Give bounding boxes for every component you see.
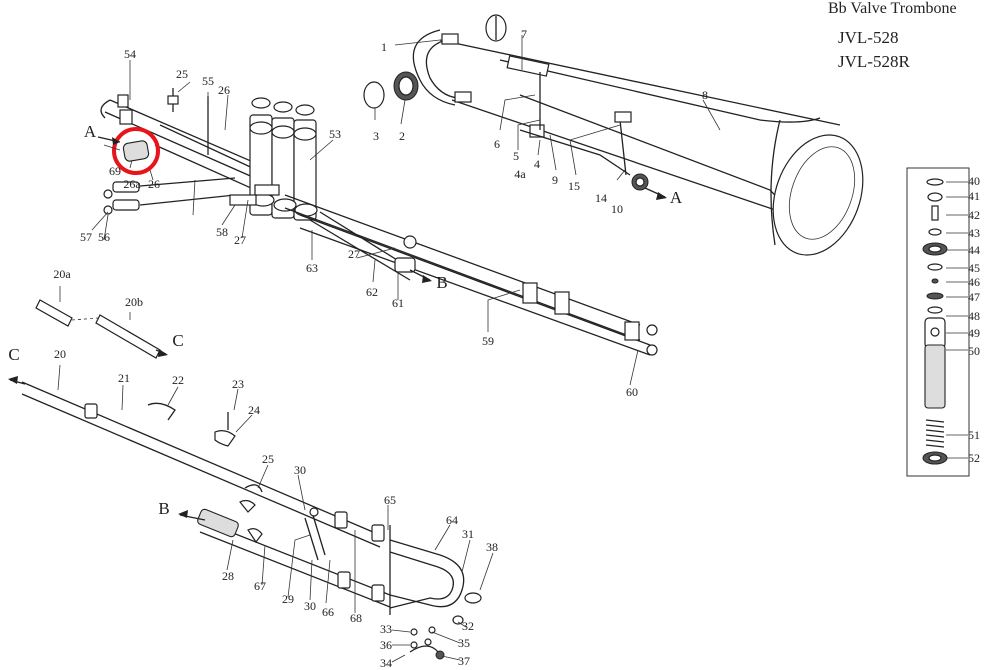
valve-casing-3 [293, 119, 317, 221]
part-label: 42 [968, 208, 980, 222]
part-label: 6 [494, 137, 500, 151]
part-label: 53 [329, 127, 341, 141]
valve-exploded-view [906, 167, 970, 477]
part-label: 45 [968, 261, 980, 275]
part-label: 23 [232, 377, 244, 391]
part-label: 3 [373, 129, 379, 143]
part-label: 38 [486, 540, 498, 554]
part-label: 50 [968, 344, 980, 358]
connector-label: B [158, 499, 169, 518]
part-label: 49 [968, 326, 980, 340]
part-label: 24 [248, 403, 260, 417]
part-label: 22 [172, 373, 184, 387]
part-label: 65 [384, 493, 396, 507]
slide-inner-tubes [35, 299, 161, 359]
part-label: 27 [348, 247, 360, 261]
connector-label: A [84, 122, 97, 141]
part-label: 5 [513, 149, 519, 163]
connector-labels: A A B B C C [8, 122, 683, 518]
part-label: 8 [702, 88, 708, 102]
part-label: 60 [626, 385, 638, 399]
part-label: 20a [53, 267, 71, 281]
part-label: 20b [125, 295, 143, 309]
diagram-title: Bb Valve Trombone [828, 0, 957, 17]
connector-arrows [8, 136, 667, 521]
part-label: 48 [968, 309, 980, 323]
part-label: 26a [123, 177, 141, 191]
part-label: 21 [118, 371, 130, 385]
part-label: 68 [350, 611, 362, 625]
part-label: 40 [968, 174, 980, 188]
part-label: 27 [234, 233, 246, 247]
part-label: 61 [392, 296, 404, 310]
part-label: 51 [968, 428, 980, 442]
connector-label: C [8, 345, 19, 364]
connector-label: A [670, 188, 683, 207]
part-label: 56 [98, 230, 110, 244]
part-label: 54 [124, 47, 136, 61]
part-label: 62 [366, 285, 378, 299]
connector-label: B [436, 273, 447, 292]
part-label: 63 [306, 261, 318, 275]
bell-section [363, 14, 864, 256]
part-label: 4a [514, 167, 526, 181]
part-label: 47 [968, 290, 980, 304]
part-label: 20 [54, 347, 66, 361]
part-label: 64 [446, 513, 458, 527]
part-label: 36 [380, 638, 392, 652]
highlight-circle [112, 127, 160, 175]
part-label: 59 [482, 334, 494, 348]
part-label: 33 [380, 622, 392, 636]
leader-lines [57, 35, 968, 663]
part-label: 26 [218, 83, 230, 97]
bell-brace-joint [441, 33, 459, 45]
part-label: 28 [222, 569, 234, 583]
part-label: 35 [458, 636, 470, 650]
part-label: 26 [148, 177, 160, 191]
part-label: 31 [462, 527, 474, 541]
bell-mouth [772, 134, 864, 256]
valve-section [100, 88, 658, 356]
part-label: 29 [282, 592, 294, 606]
part-label: 1 [381, 40, 387, 54]
part-label: 14 [595, 191, 607, 205]
part-label: 66 [322, 605, 334, 619]
part-label: 9 [552, 173, 558, 187]
part-label: 30 [294, 463, 306, 477]
part-label: 57 [80, 230, 92, 244]
model-number-2: JVL-528R [838, 52, 910, 71]
connector-label: C [172, 331, 183, 350]
part-3-disc [363, 81, 385, 109]
model-number-1: JVL-528 [838, 28, 899, 47]
main-slide [21, 381, 482, 660]
part-label: 25 [176, 67, 188, 81]
part-label: 15 [568, 179, 580, 193]
part-label: 7 [521, 27, 527, 41]
part-label: 41 [968, 189, 980, 203]
part-label: 37 [458, 654, 470, 668]
part-label: 46 [968, 275, 980, 289]
part-label: 55 [202, 74, 214, 88]
part-label: 58 [216, 225, 228, 239]
part-label: 30 [304, 599, 316, 613]
part-label: 10 [611, 202, 623, 216]
part-label: 69 [109, 164, 121, 178]
part-label: 4 [534, 157, 540, 171]
part-label: 34 [380, 656, 392, 670]
part-label: 44 [968, 243, 980, 257]
part-label: 2 [399, 129, 405, 143]
part-label: 32 [462, 619, 474, 633]
part-label: 67 [254, 579, 266, 593]
part-label: 43 [968, 226, 980, 240]
part-label: 25 [262, 452, 274, 466]
part-label: 52 [968, 451, 980, 465]
